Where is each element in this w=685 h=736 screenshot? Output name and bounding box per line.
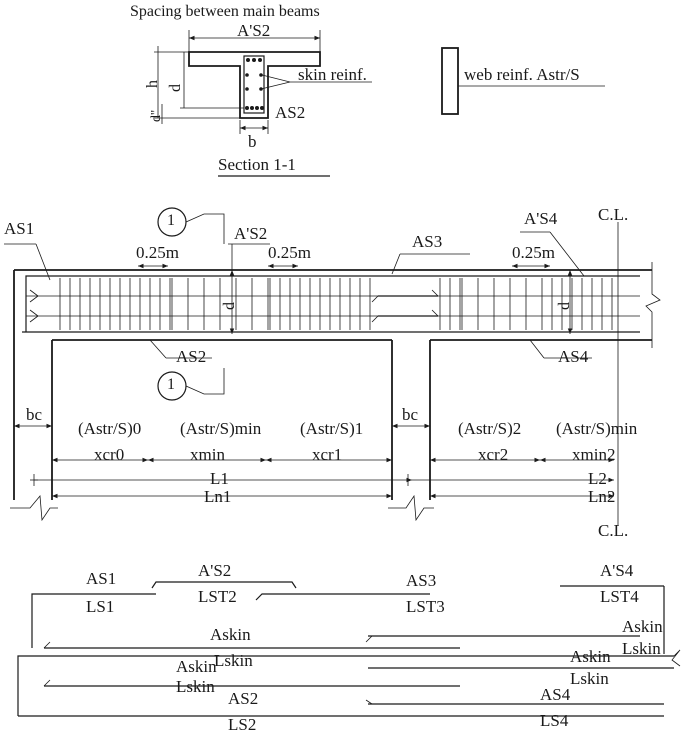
bar-label-askin-1: Askin — [210, 625, 251, 644]
label-cl-top: C.L. — [598, 205, 629, 224]
beam-elevation — [4, 207, 661, 526]
label-bc-left: bc — [26, 405, 43, 424]
label-as2: AS2 — [176, 347, 207, 366]
label-as4-prime: A'S4 — [524, 209, 558, 228]
bar-label-askin-4: Askin — [570, 647, 611, 666]
label-xcr0: xcr0 — [94, 445, 125, 464]
bar-label-lst2: LST2 — [198, 587, 237, 606]
bar-label-askin-2: Askin — [622, 617, 663, 636]
bar-label-as4: AS4 — [540, 685, 571, 704]
label-xmin2: xmin2 — [572, 445, 616, 464]
label-xcr1: xcr1 — [312, 445, 343, 464]
spacing-3: 0.25m — [512, 243, 555, 262]
section-marker-bottom-number: 1 — [167, 376, 175, 393]
label-xmin: xmin — [190, 445, 225, 464]
label-ln1: Ln1 — [204, 487, 232, 506]
stirrup — [243, 55, 265, 114]
section-h: h — [144, 80, 161, 88]
elev-d-right: d — [556, 302, 573, 310]
section-marker-top-number: 1 — [167, 212, 175, 229]
bar-schedule — [17, 581, 681, 717]
label-astr2: (Astr/S)2 — [458, 419, 522, 438]
bar-label-ls1: LS1 — [86, 597, 115, 616]
bar-as1 — [31, 593, 156, 648]
bar-label-askin-3: Askin — [176, 657, 217, 676]
bar-label-as1: AS1 — [86, 569, 117, 588]
label-astr-min: (Astr/S)min — [180, 419, 262, 438]
elev-d-left: d — [221, 302, 238, 310]
bar-label-ls2: LS2 — [228, 715, 257, 734]
t-section-outline — [188, 51, 321, 119]
bar-label-lskin-2: Lskin — [622, 639, 661, 658]
spacing-2: 0.25m — [268, 243, 311, 262]
section-as2-top: A'S2 — [237, 21, 271, 40]
bar-label-as3: AS3 — [406, 571, 437, 590]
section-1-1: Spacing between main beams — [130, 3, 372, 177]
label-astr0: (Astr/S)0 — [78, 419, 142, 438]
bar-label-lskin-3: Lskin — [176, 677, 215, 696]
label-as4: AS4 — [558, 347, 589, 366]
label-xcr2: xcr2 — [478, 445, 509, 464]
stirrups-left-span — [59, 278, 613, 330]
label-cl-bottom: C.L. — [598, 521, 629, 540]
bar-label-lskin-4: Lskin — [570, 669, 609, 688]
label-as3: AS3 — [412, 232, 443, 251]
section-caption: Section 1-1 — [218, 155, 296, 174]
label-as2-prime: A'S2 — [234, 224, 268, 243]
bar-label-as2: AS2 — [228, 689, 259, 708]
spacing-1: 0.25m — [136, 243, 179, 262]
label-l1: L1 — [210, 469, 229, 488]
section-skin-label: skin reinf. — [298, 65, 367, 84]
label-as1: AS1 — [4, 219, 35, 238]
bar-label-lskin-1: Lskin — [214, 651, 253, 670]
label-bc-right: bc — [402, 405, 419, 424]
bar-label-ls4: LS4 — [540, 711, 569, 730]
bar-as3 — [255, 593, 430, 601]
web-reinf-legend — [441, 47, 605, 115]
section-b: b — [248, 132, 257, 151]
label-astr1: (Astr/S)1 — [300, 419, 364, 438]
label-l2: L2 — [588, 469, 607, 488]
section-as2-bottom: AS2 — [275, 103, 306, 122]
section-d: d — [167, 84, 184, 92]
bar-label-as4-prime: A'S4 — [600, 561, 634, 580]
web-reinf-label: web reinf. Astr/S — [464, 65, 580, 84]
bar-label-lst3: LST3 — [406, 597, 445, 616]
bar-as2-prime — [151, 581, 297, 589]
section-d-prime: d'' — [149, 109, 164, 122]
section-spacing-title: Spacing between main beams — [130, 3, 320, 20]
label-ln2: Ln2 — [588, 487, 616, 506]
bar-skin-3 — [17, 655, 674, 716]
bar-label-lst4: LST4 — [600, 587, 639, 606]
web-reinf-symbol — [441, 47, 459, 115]
bar-label-as2-prime: A'S2 — [198, 561, 232, 580]
label-astr-min2: (Astr/S)min — [556, 419, 638, 438]
